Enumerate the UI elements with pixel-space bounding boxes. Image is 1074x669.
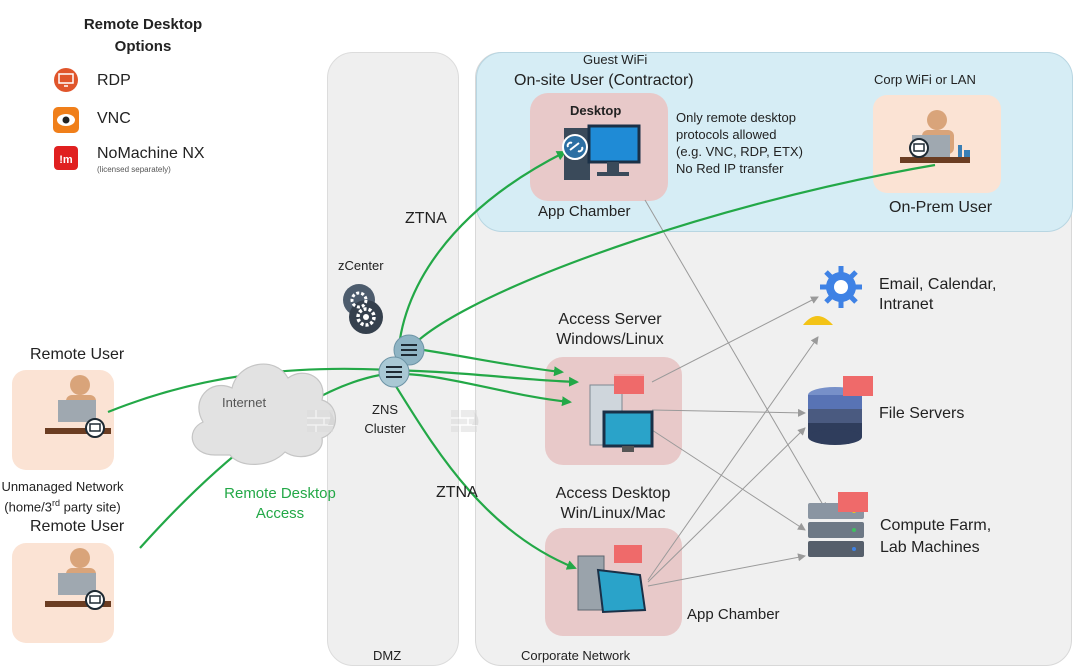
note-line-1: Only remote desktop (676, 110, 796, 125)
email-line2: Intranet (879, 296, 934, 313)
note-line-3: (e.g. VNC, RDP, ETX) (676, 144, 803, 159)
nomachine-icon: !m (54, 146, 78, 170)
zns-line1: ZNS (372, 402, 398, 417)
onsite-app-chamber-label: App Chamber (538, 203, 631, 220)
remote-user-1-label: Remote User (30, 346, 125, 363)
onsite-desktop-icon (562, 124, 641, 180)
ztna-bottom-label: ZTNA (436, 484, 478, 501)
internet-cloud-icon (191, 363, 336, 465)
onsite-protocol-note: Only remote desktop protocols allowed (e… (676, 109, 803, 177)
legend-title: Remote Desktop Options (78, 14, 208, 58)
remote-desktop-access-label: Remote Desktop Access (210, 484, 350, 524)
zns-line2: Cluster (364, 421, 406, 436)
zns-switch-icon (378, 334, 425, 388)
green-flows (107, 151, 936, 570)
email-calendar-label: Email, Calendar, Intranet (879, 275, 996, 315)
zcenter-gear-icon (343, 284, 383, 334)
note-line-4: No Red IP transfer (676, 161, 784, 176)
rdp-icon (54, 68, 78, 92)
access-desktop-line1: Access Desktop (555, 485, 671, 502)
onsite-desktop-label: Desktop (570, 103, 622, 118)
access-server-icon (589, 374, 654, 452)
legend-title-line1: Remote Desktop (83, 16, 203, 33)
compute-farm-icon (808, 492, 868, 557)
remote-user-2-icon (45, 548, 111, 610)
remote-user-1-icon (45, 375, 111, 438)
firewall-icon-left (307, 410, 335, 432)
dmz-label: DMZ (373, 648, 402, 663)
unmanaged-network-line2: (home/3rd party site) (4, 498, 121, 515)
zcenter-label: zCenter (338, 258, 384, 273)
legend-nomachine-label: NoMachine NX (97, 145, 205, 162)
svg-text:!m: !m (59, 154, 73, 166)
note-line-2: protocols allowed (676, 127, 777, 142)
corporate-network-label: Corporate Network (521, 648, 631, 663)
onprem-user-icon (900, 110, 970, 163)
corp-wifi-label: Corp WiFi or LAN (874, 72, 976, 87)
onsite-user-title: On-site User (Contractor) (514, 72, 694, 89)
corporate-app-chamber-label: App Chamber (687, 606, 780, 623)
unmanaged-network-line1: Unmanaged Network (1, 479, 124, 494)
access-server-line2: Windows/Linux (556, 331, 664, 348)
internet-label: Internet (222, 395, 267, 410)
firewall-icon-right (451, 410, 479, 432)
guest-wifi-label: Guest WiFi (583, 52, 648, 67)
gray-flows (644, 199, 827, 587)
access-desktop-icon (577, 545, 647, 614)
access-desktop-line2: Win/Linux/Mac (560, 505, 666, 522)
onprem-user-label: On-Prem User (889, 199, 993, 216)
remote-user-2-label: Remote User (30, 518, 125, 535)
file-servers-label: File Servers (879, 405, 965, 422)
legend-vnc-label: VNC (97, 110, 131, 127)
remote-desktop-access-line1: Remote Desktop (224, 485, 336, 502)
email-line1: Email, Calendar, (879, 276, 997, 293)
access-server-line1: Access Server (558, 311, 662, 328)
remote-desktop-access-line2: Access (255, 505, 305, 522)
compute-line2: Lab Machines (880, 539, 980, 556)
file-servers-icon (808, 376, 873, 445)
compute-farm-label: Compute Farm, Lab Machines (880, 515, 991, 559)
zns-cluster-label: ZNS Cluster (360, 400, 410, 438)
unmanaged-network-label: Unmanaged Network (home/3rd party site) (0, 478, 125, 515)
legend-title-line2: Options (114, 38, 172, 55)
email-calendar-gear-icon (803, 266, 862, 325)
vnc-icon (53, 107, 79, 133)
access-desktop-label: Access Desktop Win/Linux/Mac (538, 484, 688, 524)
legend-rdp-label: RDP (97, 72, 131, 89)
compute-line1: Compute Farm, (880, 517, 992, 534)
ztna-top-label: ZTNA (405, 210, 447, 227)
access-server-label: Access Server Windows/Linux (540, 310, 680, 350)
legend-nomachine-sublabel: (licensed separately) (97, 165, 171, 174)
